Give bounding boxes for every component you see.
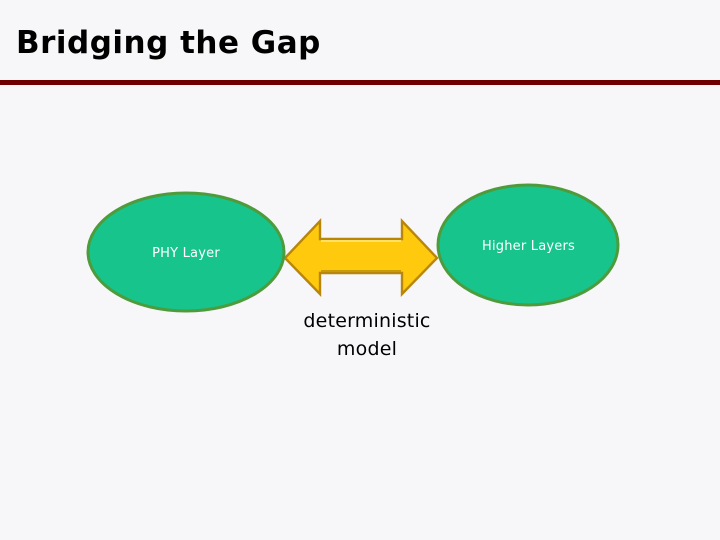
node-phy-layer[interactable]	[86, 191, 286, 313]
node-higher-layers[interactable]	[436, 183, 620, 307]
node-higher-layers-label: Higher Layers	[482, 239, 575, 254]
arrow-caption: deterministic model	[281, 307, 453, 363]
arrow-caption-line-1: deterministic	[303, 310, 431, 332]
deterministic-model-arrow	[283, 217, 439, 297]
title-divider	[0, 80, 720, 85]
node-phy-layer-label: PHY Layer	[152, 246, 220, 261]
arrow-body	[283, 217, 439, 297]
arrow-caption-line-2: model	[336, 338, 398, 360]
page-title: Bridging the Gap	[16, 25, 321, 61]
